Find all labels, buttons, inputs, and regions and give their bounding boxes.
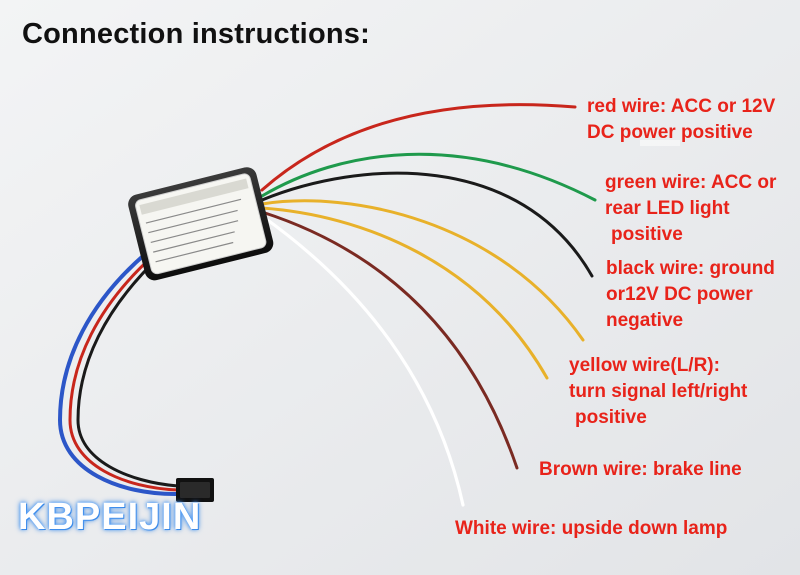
red-wire-label-line-2: DC power positive: [587, 122, 753, 143]
black-wire-label-line-2: or12V DC power: [606, 284, 753, 305]
red-wire: [260, 103, 577, 192]
brown-wire-label-line-1: Brown wire: brake line: [539, 459, 742, 480]
red-wire-label: red wire: ACC or 12V DC power positive: [587, 94, 775, 146]
black-wire-label-line-3: negative: [606, 310, 684, 331]
black-wire: [260, 171, 594, 278]
black-loop-wire: [76, 254, 180, 488]
black-wire-label-line-1: black wire: ground: [606, 258, 775, 279]
yellow-wire-label-line-1: yellow wire(L/R):: [569, 355, 720, 376]
yellow-wire-1: [260, 199, 585, 342]
green-wire: [260, 152, 597, 202]
yellow-wire-label-line-2: turn signal left/right: [569, 381, 748, 402]
connector-plug: [176, 478, 214, 502]
yellow-wire-label: yellow wire(L/R): turn signal left/right…: [569, 353, 747, 431]
blue-wire: [57, 248, 180, 497]
green-wire-label-line-1: green wire: ACC or: [605, 172, 777, 193]
green-wire-label-line-3: positive: [611, 224, 683, 245]
white-wire-label: White wire: upside down lamp: [455, 516, 727, 542]
control-module: [128, 167, 274, 281]
red-loop-wire: [68, 252, 180, 492]
brown-wire-label: Brown wire: brake line: [539, 457, 742, 483]
red-wire-label-line-1: red wire: ACC or 12V: [587, 96, 776, 117]
page-title: Connection instructions:: [22, 18, 370, 50]
green-wire-label-line-2: rear LED light: [605, 198, 730, 219]
black-wire-label: black wire: ground or12V DC power negati…: [606, 256, 775, 334]
white-wire-label-line-1: White wire: upside down lamp: [455, 518, 728, 539]
brown-wire: [260, 210, 519, 470]
watermark-logo: KBPEIJIN: [18, 496, 202, 538]
white-wire: [260, 214, 465, 507]
yellow-wire-2: [260, 206, 549, 380]
green-wire-label: green wire: ACC or rear LED light positi…: [605, 170, 776, 248]
yellow-wire-label-line-3: positive: [575, 407, 647, 428]
